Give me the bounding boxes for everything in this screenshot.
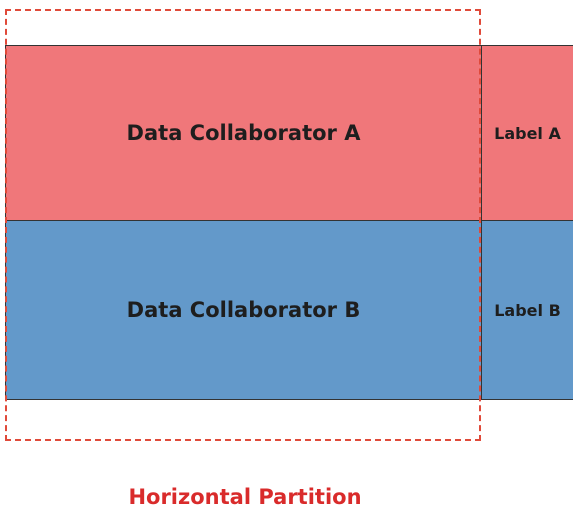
collaborator-b-block: Data Collaborator B: [5, 220, 481, 400]
collaborator-a-block: Data Collaborator A: [5, 45, 481, 220]
label-b-text: Label B: [494, 300, 561, 320]
label-b-block: Label B: [481, 220, 573, 400]
collaborator-a-label: Data Collaborator A: [126, 121, 361, 145]
label-a-text: Label A: [494, 123, 561, 143]
collaborator-b-label: Data Collaborator B: [126, 298, 361, 322]
label-a-block: Label A: [481, 45, 573, 220]
partition-caption: Horizontal Partition: [128, 485, 362, 509]
